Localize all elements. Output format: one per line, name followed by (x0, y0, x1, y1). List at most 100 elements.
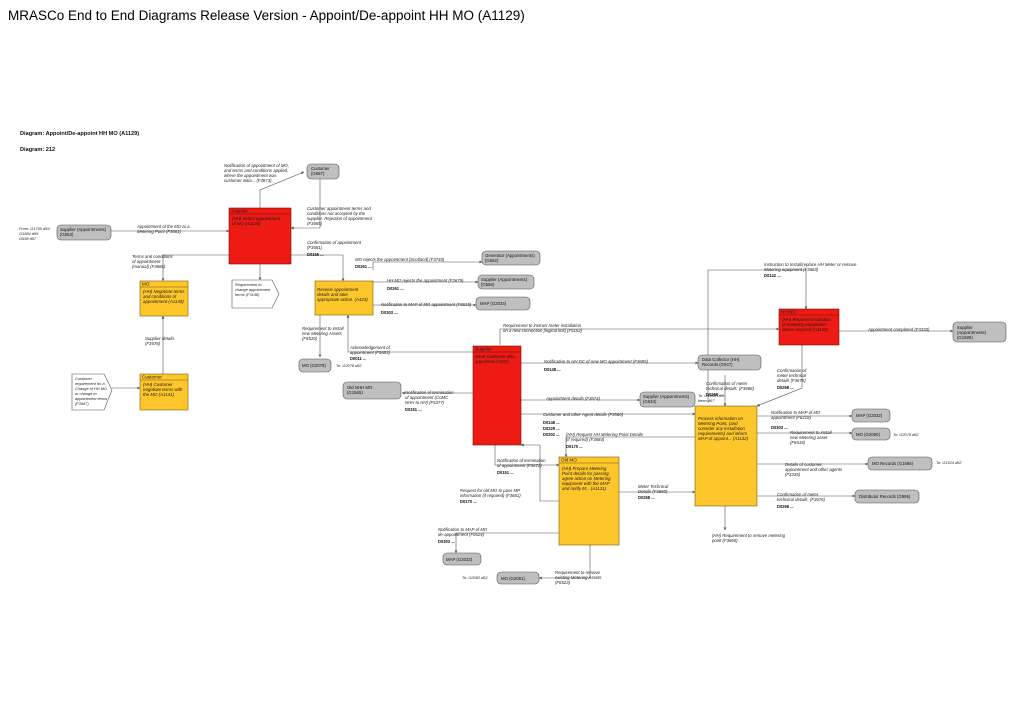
process-p6[interactable]: Old MO (HH) Prepare Metering Point detai… (558, 456, 620, 546)
external-supplier-appt[interactable]: Supplier (Appointments) (G634) (639, 391, 696, 408)
external-map-right[interactable]: MAP (G2032) (851, 408, 891, 423)
process-label: the MO (A1141) (143, 392, 174, 397)
process-p7[interactable]: Process information on Metering Point, (… (694, 405, 758, 507)
external-supplier-far[interactable]: Supplier (Appointments) (G1588) (952, 321, 1007, 343)
flow-line-f06 (372, 260, 483, 270)
external-supplier-left[interactable]: Supplier (Appointments) (G553) (56, 224, 112, 241)
flow-label: (manual) (F3666) (132, 264, 166, 269)
flow-label: Notification of termination (497, 458, 546, 463)
external-old-nhh-mo[interactable]: Old NHH MO (G1565) (342, 381, 402, 400)
external-label: MO (G2079) (302, 363, 326, 368)
external-label: MO (G2080) (856, 432, 880, 437)
flow-label: (HH) Requirement to remove metering (712, 533, 786, 538)
external-map-mid[interactable]: MAP (G2034) (475, 296, 531, 311)
process-p1[interactable]: Supplier (HH) Select appointment of MO (… (228, 207, 292, 265)
process-label: (HH) Prepare Metering (562, 466, 607, 471)
external-label: MAP (G2032) (856, 413, 883, 418)
process-label: appropriate action. (A423) (317, 297, 368, 302)
external-mo-bottom[interactable]: MO (G2081) (496, 571, 540, 585)
external-label: (G657) (311, 171, 325, 176)
routing-note: From: G1760 d59 (19, 226, 50, 231)
flow-label: Details (F3650) (638, 489, 668, 494)
external-label: Customer (311, 166, 330, 171)
flow-line-f24 (538, 545, 591, 580)
flow-label: Notification to HH DC of new MO appointm… (544, 359, 648, 364)
flow-label: Requirement to instruct meter installati… (503, 323, 582, 328)
flow-line-f21 (520, 443, 559, 502)
external-label: Old NHH MO (347, 385, 373, 390)
routing-note: To: G1949 D29 (698, 393, 725, 398)
flow-label: (F3681) (307, 245, 323, 250)
external-distributor[interactable]: Distributor Records (G995) (854, 489, 920, 504)
flow-label: Notification to MAP of MO (771, 410, 821, 415)
flow-label: Notification of termination (405, 390, 454, 395)
process-p3[interactable]: MO (HH) Negotiate terms and conditions o… (139, 280, 189, 317)
dataflow-ref: D0261 ... (387, 286, 404, 291)
flow-label: of appointment (CoMC (405, 395, 449, 400)
external-label: MO (G2081) (501, 576, 525, 581)
external-label: (G1588) (957, 335, 973, 340)
dataflow-ref: D0011 ... (350, 356, 366, 361)
flow-label: on a new connection [logical link] (F515… (503, 328, 583, 333)
flow-label: Requirement to (235, 282, 262, 287)
flow-label: Notification to MAP of MO appointment (F… (381, 302, 472, 307)
flow-label: Supplier details (145, 336, 175, 341)
dataflow-ref: D0142 ... (764, 273, 781, 278)
routing-note: To: G2078 d62 (336, 363, 362, 368)
flow-label: Instruction to Install/replace HH Meter … (764, 262, 857, 267)
flow-label: Confirmation of (777, 368, 807, 373)
external-dc-hh[interactable]: Data Collector (HH) Records (G947) (697, 354, 762, 371)
process-p2[interactable]: Receive appointment details and take app… (314, 280, 374, 316)
dataflow-ref: D0303 ... (438, 539, 455, 544)
dataflow-ref: D0302 ... (543, 432, 560, 437)
external-mo-left[interactable]: MO (G2079) (298, 358, 332, 373)
flow-line-f01 (259, 171, 305, 208)
process-p4[interactable]: Customer (HH) Customer negotiate terms w… (139, 373, 189, 411)
flow-label: technical details. (F3676) (777, 497, 826, 502)
flow-label: Requirement to remove (555, 570, 601, 575)
dataflow-ref: D0268 ... (777, 504, 794, 509)
flow-line-f02 (290, 178, 321, 230)
process-p5[interactable]: Supplier Send Customer who appointed (A4… (472, 345, 522, 446)
process-label: Process information on (698, 416, 743, 421)
external-supplier-mid[interactable]: Supplier (Appointments) (G556) (477, 274, 535, 290)
flow-label: (HH) Request HH Metering Point Details (566, 432, 644, 437)
dataflow-ref: D0268 ... (777, 385, 794, 390)
flow-label: HH MO rejects the appointment (F3679) (387, 278, 464, 283)
flow-labels: Notification of appointment of MO, and t… (132, 163, 930, 585)
flow-line-f13 (346, 314, 473, 353)
routing-note: G658 d57 (19, 236, 37, 241)
external-customer[interactable]: Customer (G657) (306, 163, 340, 180)
flow-label: technical details. (F3668) (706, 386, 755, 391)
dataflow-ref: D0155 ... (307, 252, 324, 257)
process-label: Metering Point, (and (698, 421, 738, 426)
process-role: MO (142, 282, 150, 287)
process-label: Receive appointment (317, 287, 359, 292)
external-mo-records[interactable]: MO Records (G1566) (867, 456, 933, 471)
flow-label: or change to (75, 391, 97, 396)
flow-label: Terms and conditions (132, 254, 174, 259)
external-mo-records-right[interactable]: MO (G2080) (851, 427, 891, 441)
external-label: MO Records (G1566) (872, 461, 914, 466)
connectors (108, 171, 954, 580)
external-map-bottom[interactable]: MAP (G2033) (442, 552, 482, 566)
flow-label: MO rejects the appointment [Scotland] (F… (355, 257, 445, 262)
process-label: and conditions of (143, 294, 177, 299)
flow-label: Customer appointment terms and (307, 206, 371, 211)
flow-label: point (F3665) (711, 538, 738, 543)
flow-label: details (F3675) (777, 378, 806, 383)
dataflow-ref: D0151 ... (405, 407, 422, 412)
flow-label: appointment and other agents (785, 467, 843, 472)
external-label: (Appointments) (957, 330, 987, 335)
flow-label: (F6520) (302, 336, 318, 341)
flow-label: Confirmation of meter (777, 492, 819, 497)
dataflow-ref: D0151 ... (497, 470, 514, 475)
flow-label: Confirmation of appointment (307, 240, 362, 245)
flow-label: Appointment completed (F3330) (867, 327, 930, 332)
process-p8[interactable]: NHHDC (HH) Request installation of meter… (778, 308, 840, 346)
process-label: Send Customer who (475, 354, 515, 359)
flow-label: Metering equipment (F3663) (764, 267, 819, 272)
external-generator[interactable]: Generator (Appointments) (G562) (481, 250, 541, 266)
flow-label: existing Metering Assets (555, 575, 602, 580)
